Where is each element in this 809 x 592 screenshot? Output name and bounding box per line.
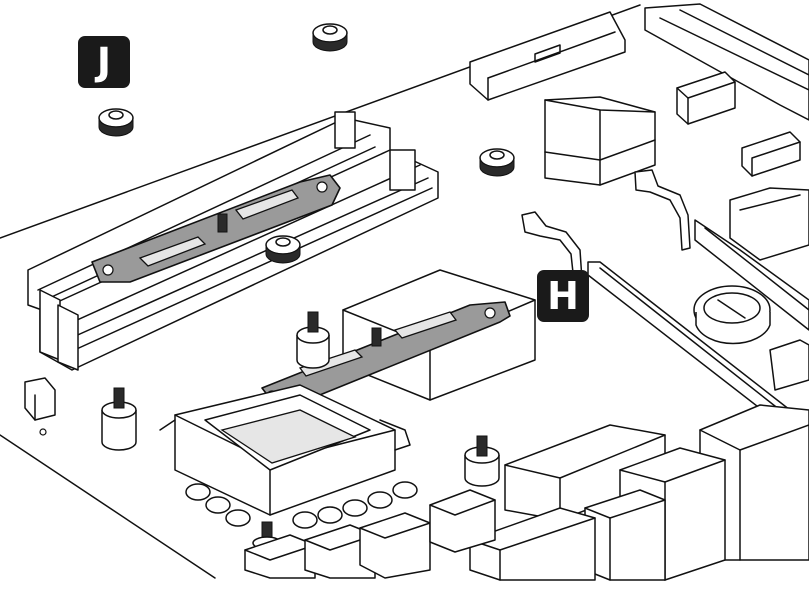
vrm-chokes	[244, 489, 496, 579]
cpu-socket	[159, 384, 411, 516]
expansion-slot	[587, 219, 809, 421]
chipset-heatsink	[544, 96, 691, 251]
right-connector-block	[729, 187, 809, 261]
bracket-screw-post	[217, 213, 228, 233]
cmos-battery	[693, 285, 771, 345]
callout-label-h: H	[537, 270, 589, 322]
standoff-left	[101, 387, 137, 451]
thumb-screw-left	[98, 108, 134, 137]
fan-header-top	[676, 71, 736, 125]
thumb-screw-center	[479, 148, 515, 177]
thumb-screw-bracket	[265, 235, 301, 264]
standoff-cpu-left	[296, 311, 330, 369]
io-component-blocks	[469, 424, 726, 581]
ide-header-connector	[469, 11, 626, 101]
standoff-right	[464, 435, 500, 487]
fan-header-right	[741, 131, 801, 177]
memory-bracket	[91, 174, 341, 283]
top-right-header-connector	[644, 3, 809, 121]
thumb-screw-top	[312, 23, 348, 52]
callout-label-j: J	[78, 36, 130, 88]
fan-header-left	[24, 377, 56, 436]
